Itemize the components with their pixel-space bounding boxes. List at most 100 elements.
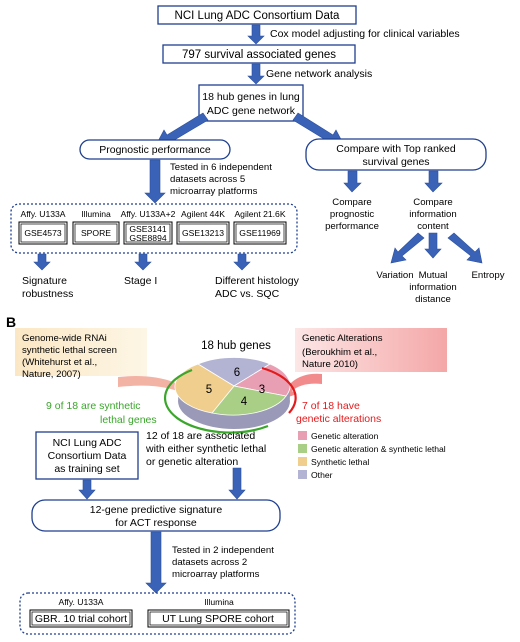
legend-swatch-both (298, 444, 307, 453)
synthetic-line1: 9 of 18 are synthetic (46, 400, 141, 412)
tested6-line2: datasets across 5 (170, 174, 245, 185)
info-variation: Variation (376, 270, 413, 281)
cohort-box-gbr10 (29, 609, 133, 628)
title-text: NCI Lung ADC Consortium Data (175, 10, 341, 22)
platform-illumina: Illumina (81, 209, 111, 219)
dataset-spore: SPORE (81, 228, 111, 238)
genetic-bracket (261, 366, 297, 414)
arrow-title-to-genes (247, 24, 265, 45)
arrow-training-to-signature (78, 479, 96, 500)
cohort-gbr10: GBR. 10 trial cohort (35, 613, 127, 625)
tested6-line1: Tested in 6 independent (170, 162, 272, 173)
genetic-alt-line1: (Beroukhim et al., (302, 347, 377, 358)
outcome-signature-line2: robustness (22, 288, 73, 300)
dataset-box-gse3141 (123, 221, 173, 245)
dataset-box-spore (72, 221, 120, 245)
dataset-box-gse11969 (233, 221, 287, 245)
platform-affy-u133a2: Affy. U133A+2 (121, 209, 176, 219)
legend-swatch-other (298, 470, 307, 479)
tested2-line1: Tested in 2 independent (172, 545, 274, 556)
hub-genes-title: 18 hub genes (201, 340, 271, 352)
panel-b-label: B (6, 314, 16, 330)
cohorts-container (19, 592, 296, 635)
synthetic-line2: lethal genes (100, 414, 157, 426)
network-analysis-label: Gene network analysis (266, 68, 372, 80)
platform-agilent-216k: Agilent 21.6K (234, 209, 285, 219)
dataset-gse11969: GSE11969 (239, 228, 281, 238)
genes797-text: 797 survival associated genes (182, 49, 336, 61)
pie-label-other: 6 (234, 367, 240, 379)
pie-chart: 6 3 4 5 (163, 357, 297, 434)
dataset-gse4573: GSE4573 (24, 228, 61, 238)
compare-top-box (305, 138, 487, 171)
genetic-curved-arrow (280, 373, 322, 400)
pie-segment-other (197, 357, 271, 387)
genetic-alterations-box (295, 328, 447, 372)
pie-segment-synthetic (174, 363, 235, 414)
arrow-compare-to-prognostic (343, 170, 362, 193)
compare-top-line2: survival genes (362, 156, 429, 168)
genetic-line1: 7 of 18 have (302, 400, 360, 412)
compare-info-line2: information (409, 209, 456, 220)
cohort-spore: UT Lung SPORE cohort (162, 613, 274, 625)
outcome-signature-line1: Signature (22, 275, 67, 287)
training-line2: Consortium Data (48, 450, 127, 462)
pie-label-both: 4 (241, 396, 248, 408)
compare-prog-line3: performance (325, 221, 379, 232)
rnai-line1: Genome-wide RNAi (22, 333, 107, 344)
platform-agilent-44k: Agilent 44K (181, 209, 225, 219)
title-box (157, 5, 357, 25)
cohort-platform-affy: Affy. U133A (58, 597, 103, 607)
outcome-stage: Stage I (124, 275, 157, 287)
prognostic-text: Prognostic performance (99, 144, 211, 156)
legend-swatch-genetic (298, 431, 307, 440)
prognostic-box (79, 139, 231, 160)
dataset-gse8894: GSE8894 (129, 233, 166, 243)
tested2-line2: datasets across 2 (172, 557, 247, 568)
cohort-box-spore (147, 609, 290, 628)
pie-segment-both (211, 385, 287, 416)
outcome-histology-line1: Different histology (215, 275, 300, 287)
tested2-line3: microarray platforms (172, 569, 260, 580)
compare-prog-line1: Compare (332, 197, 371, 208)
compare-info-line1: Compare (413, 197, 452, 208)
cohort-platform-illumina: Illumina (204, 597, 234, 607)
rnai-box (15, 328, 147, 376)
hub-genes-line2: ADC gene network (207, 105, 296, 117)
arrow-to-stage (134, 253, 152, 271)
predictive-line2: for ACT response (115, 517, 197, 529)
arrow-info-to-mutual (424, 232, 442, 259)
hub-genes-line1: 18 hub genes in lung (202, 91, 300, 103)
dataset-gse3141: GSE3141 (129, 224, 166, 234)
associated-line1: 12 of 18 are associated (146, 430, 255, 442)
legend-both: Genetic alteration & synthetic lethal (311, 444, 446, 454)
pie-label-genetic: 3 (259, 384, 265, 396)
hub-genes-box (198, 84, 304, 122)
predictive-box (31, 499, 281, 532)
platform-affy-u133a: Affy. U133A (20, 209, 65, 219)
training-box (35, 431, 139, 480)
outcome-histology-line2: ADC vs. SQC (215, 288, 280, 300)
genes797-box (162, 44, 356, 64)
pie-segment-genetic (232, 363, 291, 397)
arrow-to-signature (33, 253, 51, 271)
rnai-line4: Nature, 2007) (22, 369, 81, 380)
arrow-info-to-variation (390, 232, 425, 264)
legend: Genetic alteration Genetic alteration & … (298, 431, 446, 480)
legend-genetic: Genetic alteration (311, 431, 379, 441)
pie-label-synthetic: 5 (206, 384, 212, 396)
training-line1: NCI Lung ADC (53, 437, 122, 449)
arrow-compare-to-information (424, 170, 443, 193)
associated-line3: or genetic alteration (146, 456, 238, 468)
genetic-alt-line2: Nature 2010) (302, 359, 358, 370)
training-line3: as training set (54, 463, 119, 475)
arrow-hub-to-signature (228, 467, 246, 500)
compare-top-line1: Compare with Top ranked (336, 143, 456, 155)
info-mutual-line3: distance (415, 294, 451, 305)
dataset-box-gse4573 (18, 221, 68, 245)
arrow-info-to-entropy (447, 232, 483, 264)
dataset-gse13213: GSE13213 (182, 228, 224, 238)
info-mutual-line2: information (409, 282, 456, 293)
info-entropy: Entropy (471, 270, 504, 281)
arrow-to-histology (233, 253, 251, 271)
